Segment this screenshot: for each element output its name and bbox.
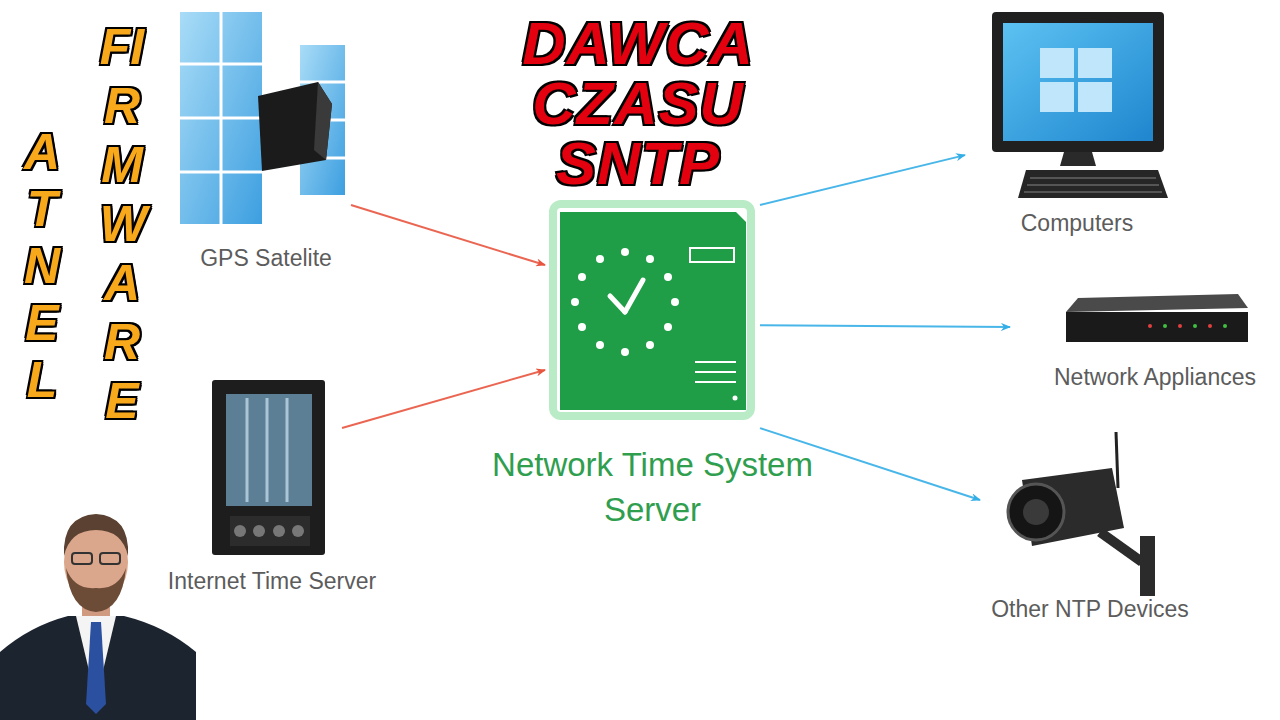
device-node: Other NTP Devices (980, 420, 1200, 623)
appliance-top (1066, 294, 1248, 312)
server-vent (695, 381, 736, 383)
brand-label: FIRMWARE (100, 18, 144, 431)
server-vent (695, 361, 736, 363)
title: DAWCA CZASU SNTP (508, 14, 768, 194)
tower-button (234, 525, 246, 537)
glasses (72, 553, 92, 564)
monitor-screen (1003, 23, 1153, 141)
drive-bay (246, 398, 249, 502)
camera-lens (1008, 484, 1064, 540)
monitor-stand (1060, 152, 1096, 166)
clock-dot (671, 298, 679, 306)
computer-icon (992, 12, 1168, 198)
clock-dot (621, 248, 629, 256)
keyboard (1018, 170, 1168, 198)
tower-case (212, 380, 325, 555)
device-node: Internet Time Server (202, 372, 342, 595)
tie (86, 622, 106, 714)
server-body (560, 212, 746, 410)
signal-arrow (760, 325, 1010, 327)
keyboard-keys (1024, 191, 1162, 193)
window-pane (1040, 82, 1074, 112)
tower-button (253, 525, 265, 537)
appliance-icon (1066, 294, 1248, 342)
drive-bay (266, 398, 269, 502)
panel-grid (180, 63, 262, 66)
wall-mount (1140, 536, 1155, 596)
clock-dot (571, 298, 579, 306)
window-pane (1040, 48, 1074, 78)
satellite-body (314, 82, 332, 160)
satellite-icon (180, 12, 345, 224)
tower-button (273, 525, 285, 537)
appliance-led (1208, 324, 1212, 328)
server-led (733, 396, 738, 401)
camera-lens (1023, 499, 1049, 525)
device-label: Network Time System Server (478, 442, 828, 532)
appliance-led (1178, 324, 1182, 328)
tower-button (292, 525, 304, 537)
glasses (100, 553, 120, 564)
drive-bay (286, 398, 289, 502)
clock-face (571, 248, 679, 356)
appliance-led (1148, 324, 1152, 328)
hair (64, 514, 128, 556)
panel-grid (300, 81, 345, 84)
brand-label: ATNEL (24, 124, 60, 409)
appliance-front (1066, 312, 1248, 342)
appliance-led (1223, 324, 1227, 328)
appliance-led (1163, 324, 1167, 328)
device-label: Other NTP Devices (991, 596, 1189, 623)
device-label: Internet Time Server (168, 568, 376, 595)
window-pane (1078, 48, 1112, 78)
clock-dot (596, 341, 604, 349)
panel-grid (180, 117, 262, 120)
server-vent (695, 371, 736, 373)
solar-panel (180, 12, 262, 224)
device-node: Computers (965, 5, 1189, 237)
signal-arrow (342, 370, 545, 428)
server-slot (690, 248, 734, 262)
clock-dot (578, 323, 586, 331)
device-node: GPS Satelite (181, 8, 351, 272)
clock-dot (596, 255, 604, 263)
clock-dot (621, 348, 629, 356)
presenter-portrait (0, 514, 196, 720)
time-server-icon (553, 204, 751, 416)
device-node: Network Time System Server (545, 200, 760, 532)
clock-dot (646, 255, 654, 263)
tower-base (230, 516, 310, 546)
signal-arrow (760, 428, 980, 500)
panel-grid (180, 171, 262, 174)
keyboard-keys (1027, 184, 1159, 186)
beard (66, 568, 126, 612)
signal-arrow (760, 155, 965, 205)
device-label: Network Appliances (1054, 364, 1256, 391)
clock-hand (610, 296, 625, 312)
device-node: Network Appliances (1010, 285, 1280, 391)
clock-dot (646, 341, 654, 349)
clock-hand (625, 280, 643, 312)
suit (0, 616, 196, 720)
window-pane (1078, 82, 1112, 112)
monitor-frame (992, 12, 1164, 152)
satellite-body (258, 82, 332, 171)
clock-dot (664, 273, 672, 281)
tower-front (226, 394, 312, 506)
keyboard-keys (1030, 177, 1156, 179)
device-label: Computers (1021, 210, 1133, 237)
appliance-led (1193, 324, 1197, 328)
clock-dot (664, 323, 672, 331)
camera-arm (1100, 532, 1142, 562)
server-tower-icon (212, 380, 325, 555)
camera-icon (1008, 432, 1155, 596)
device-label: GPS Satelite (200, 245, 332, 272)
camera-antenna (1116, 432, 1118, 488)
signal-arrow (351, 205, 545, 265)
clock-dot (578, 273, 586, 281)
server-glow (553, 204, 751, 416)
